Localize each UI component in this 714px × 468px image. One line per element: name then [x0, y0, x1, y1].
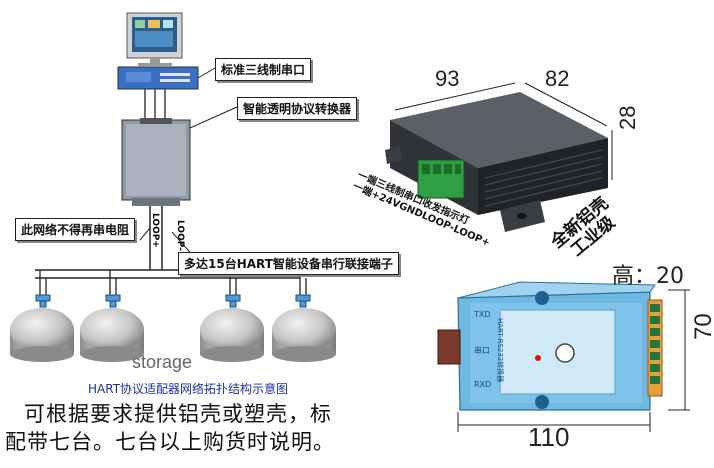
metal-dim-width: 82 — [545, 66, 570, 91]
plastic-port-txd: TXD — [474, 310, 491, 319]
metal-dim-length: 93 — [435, 66, 460, 91]
aluminum-enclosure — [385, 92, 608, 232]
transmitter-icon — [35, 294, 311, 308]
footer-line-2: 配带七台。七台以上购货时说明。 — [5, 430, 335, 454]
callout-no-resistor: 此网络不得再串电阻 — [15, 218, 136, 241]
plastic-port-serial: 串口 — [474, 346, 490, 355]
storage-label: storage — [132, 352, 193, 372]
terminal-loop-minus: LOOP- — [175, 220, 185, 251]
callout-converter: 智能透明协议转换器 — [237, 97, 358, 120]
plastic-dim-length: 110 — [528, 422, 570, 452]
plastic-center-text: HART-RS232转换器 — [496, 318, 504, 383]
callout-up-to-15: 多达15台HART智能设备串行联接端子 — [178, 252, 399, 275]
terminal-loop-plus: LOOP+ — [150, 213, 160, 248]
computer-icon — [117, 66, 199, 90]
footer-line-1: 可根据要求提供铝壳或塑壳，标 — [24, 402, 332, 426]
metal-dim-height: 28 — [615, 105, 640, 130]
plastic-enclosure — [437, 281, 663, 411]
plastic-port-rxd: RXD — [474, 380, 492, 389]
converter-device — [121, 118, 191, 206]
topology-caption: HART协议适配器网络拓扑结构示意图 — [88, 382, 289, 396]
plastic-dim-width: 70 — [690, 313, 714, 340]
monitor-icon — [126, 12, 183, 66]
plastic-height-label: 高：20 — [612, 264, 684, 289]
storage-tank-icon — [10, 308, 336, 362]
callout-serial-port: 标准三线制串口 — [215, 58, 312, 81]
